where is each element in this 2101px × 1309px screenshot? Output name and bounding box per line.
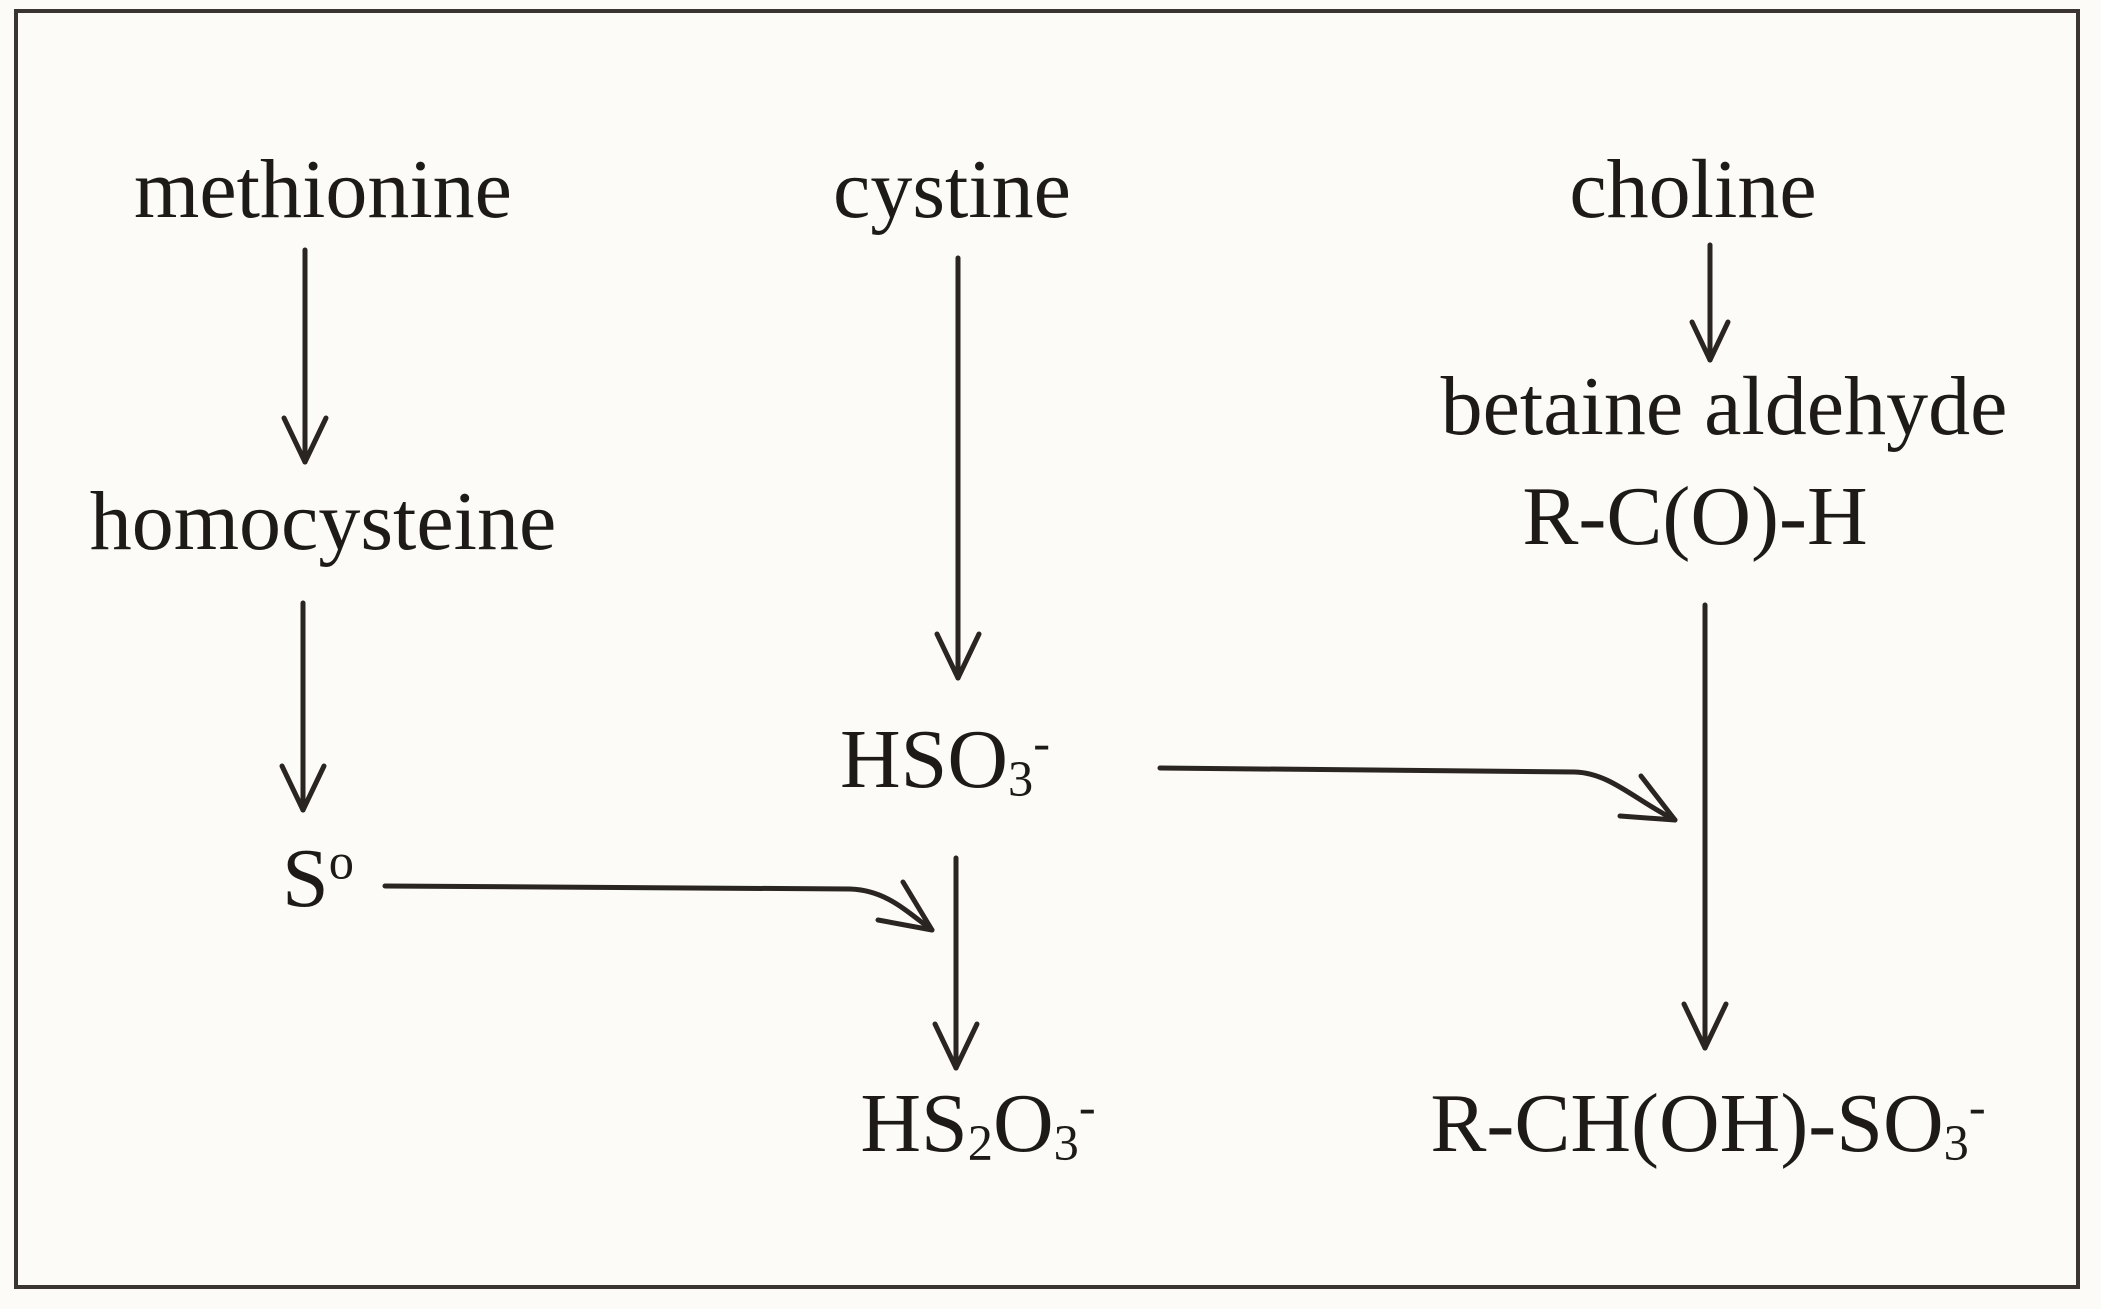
arrow-homocysteine-to-sulfur (279, 600, 327, 813)
arrow-sulfur-to-thiosulfate (382, 879, 935, 933)
adduct-base: R-CH(OH)-SO (1430, 1077, 1944, 1170)
sulfur-oxidation-state: o (328, 833, 354, 890)
node-aldehyde-formula: R-C(O)-H (1522, 470, 1868, 563)
diagram-border (14, 9, 2080, 1289)
node-cystine: cystine (833, 143, 1071, 236)
thiosulfate-part2: O (992, 1077, 1054, 1170)
adduct-subscript: 3 (1943, 1115, 1969, 1172)
node-bisulfite: HSO3- (840, 717, 1050, 804)
sulfur-symbol: S (282, 832, 329, 925)
arrow-cystine-to-bisulfite (934, 255, 982, 681)
thiosulfate-sub2: 3 (1053, 1115, 1079, 1172)
thiosulfate-charge: - (1078, 1078, 1096, 1135)
node-homocysteine: homocysteine (89, 475, 557, 568)
arrow-aldehyde-to-adduct (1681, 602, 1729, 1051)
node-sulfur: So (282, 836, 354, 921)
bisulfite-subscript: 3 (1008, 751, 1034, 808)
node-methionine: methionine (134, 143, 512, 236)
arrow-bisulfite-to-adduct (1157, 765, 1678, 823)
node-adduct: R-CH(OH)-SO3- (1430, 1081, 1985, 1168)
arrow-choline-to-betaine-aldehyde (1689, 242, 1731, 363)
arrow-bisulfite-to-thiosulfate (932, 855, 980, 1071)
node-thiosulfate: HS2O3- (860, 1081, 1095, 1168)
arrow-methionine-to-homocysteine (281, 247, 329, 465)
thiosulfate-sub1: 2 (967, 1115, 993, 1172)
thiosulfate-part1: HS (860, 1077, 968, 1170)
node-choline: choline (1569, 143, 1817, 236)
node-betaine-aldehyde: betaine aldehyde (1440, 360, 2008, 453)
adduct-charge: - (1968, 1078, 1986, 1135)
bisulfite-charge: - (1033, 714, 1051, 771)
bisulfite-base: HSO (839, 713, 1009, 806)
